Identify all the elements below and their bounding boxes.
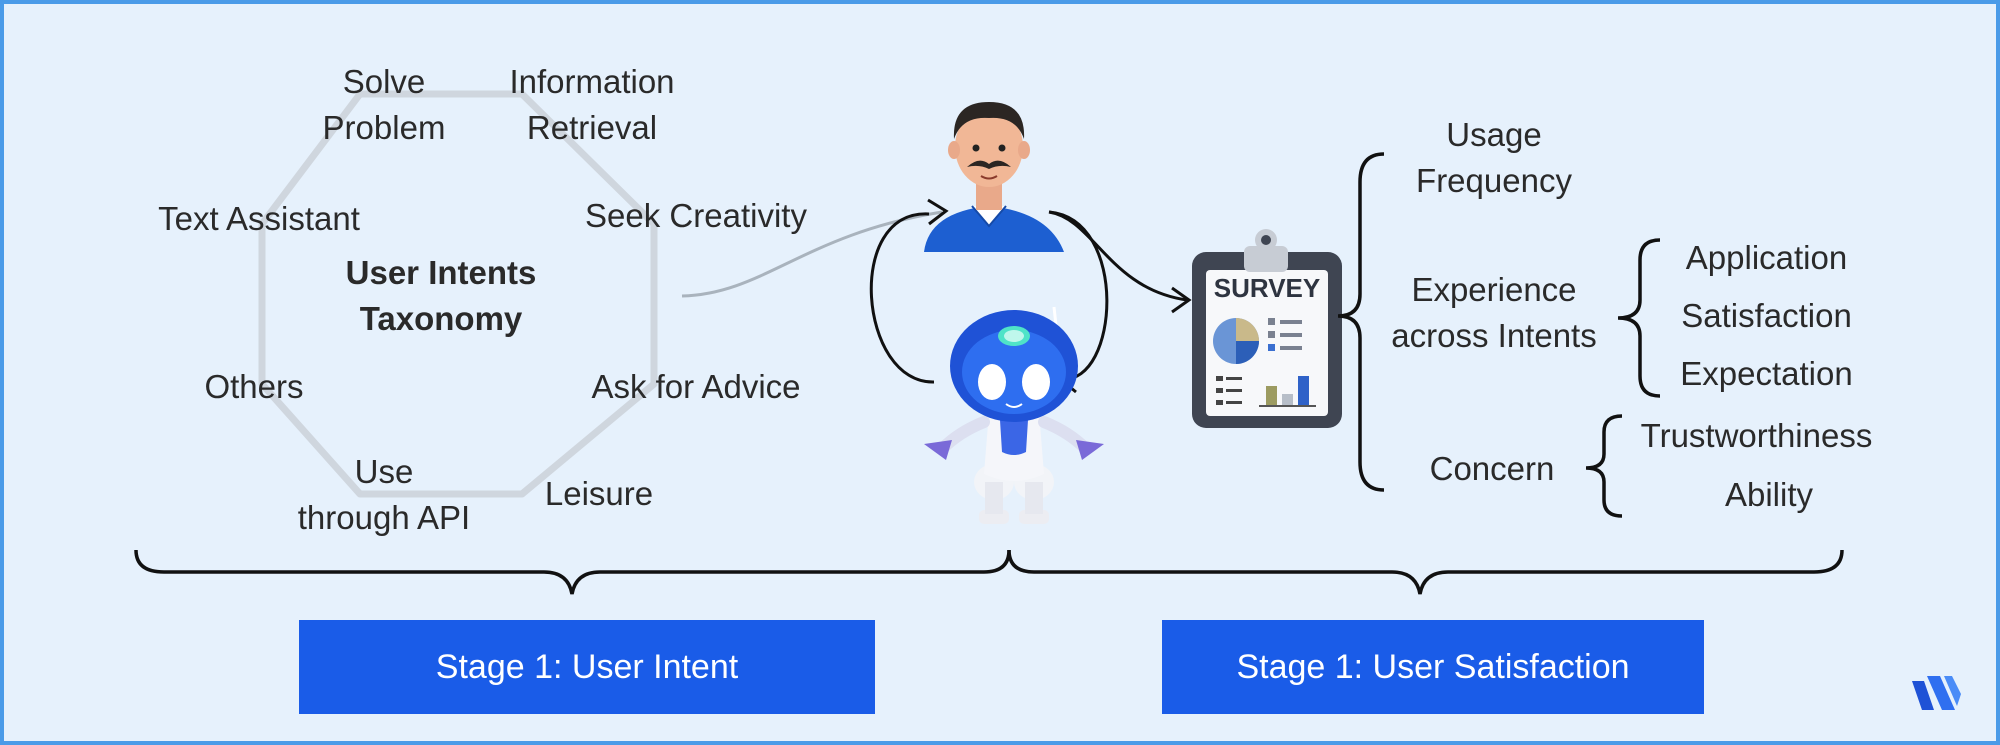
stage-user-satisfaction-box: Stage 1: User Satisfaction [1162,620,1704,714]
intent-text-assistant: Text Assistant [158,200,360,237]
brand-logo-icon [1912,676,1961,710]
taxonomy-title: User Intents Taxonomy [345,254,537,337]
intent-seek-creativity: Seek Creativity [585,197,807,234]
experience-expectation: Expectation [1680,355,1853,392]
intent-leisure: Leisure [544,475,654,512]
concern-trustworthiness: Trustworthiness [1640,417,1873,454]
robot-assistant [924,306,1104,524]
stage1-intent-brace [134,549,1011,595]
intent-others: Others [204,368,304,405]
loop-right-arrow [1048,210,1109,381]
survey-concern: Concern [1429,450,1555,487]
user-to-survey-arrow [1048,210,1188,302]
taxonomy-to-user-arrow [681,210,943,298]
survey-usage-frequency: Usage Frequency [1416,116,1572,199]
survey-clipboard [1192,229,1342,428]
diagram-graphics [134,90,1961,710]
survey-board-label: SURVEY [1213,273,1321,303]
taxonomy-arrowhead [927,198,949,226]
stage-user-intent-box: Stage 1: User Intent [299,620,875,714]
experience-satisfaction: Satisfaction [1681,297,1852,334]
intent-use-through-api: Use through API [297,453,471,536]
user-avatar [924,102,1064,252]
concern-ability: Ability [1724,476,1814,513]
experience-brace [1617,238,1661,398]
intent-information-retrieval: Information Retrieval [509,63,675,146]
taxonomy-octagon [258,90,658,498]
stage1-satisfaction-brace [1007,549,1844,595]
survey-arrowhead [1171,286,1192,314]
loop-left-arrow [869,212,935,384]
survey-experience-across-intents: Experience across Intents [1391,271,1597,354]
concern-brace [1585,414,1623,518]
intent-solve-problem: Solve Problem [322,63,446,146]
survey-brace [1337,152,1385,492]
intent-ask-for-advice: Ask for Advice [591,368,801,405]
stage-user-satisfaction-label: Stage 1: User Satisfaction [1236,647,1630,686]
stage-user-intent-label: Stage 1: User Intent [435,647,739,686]
experience-application: Application [1685,239,1848,276]
